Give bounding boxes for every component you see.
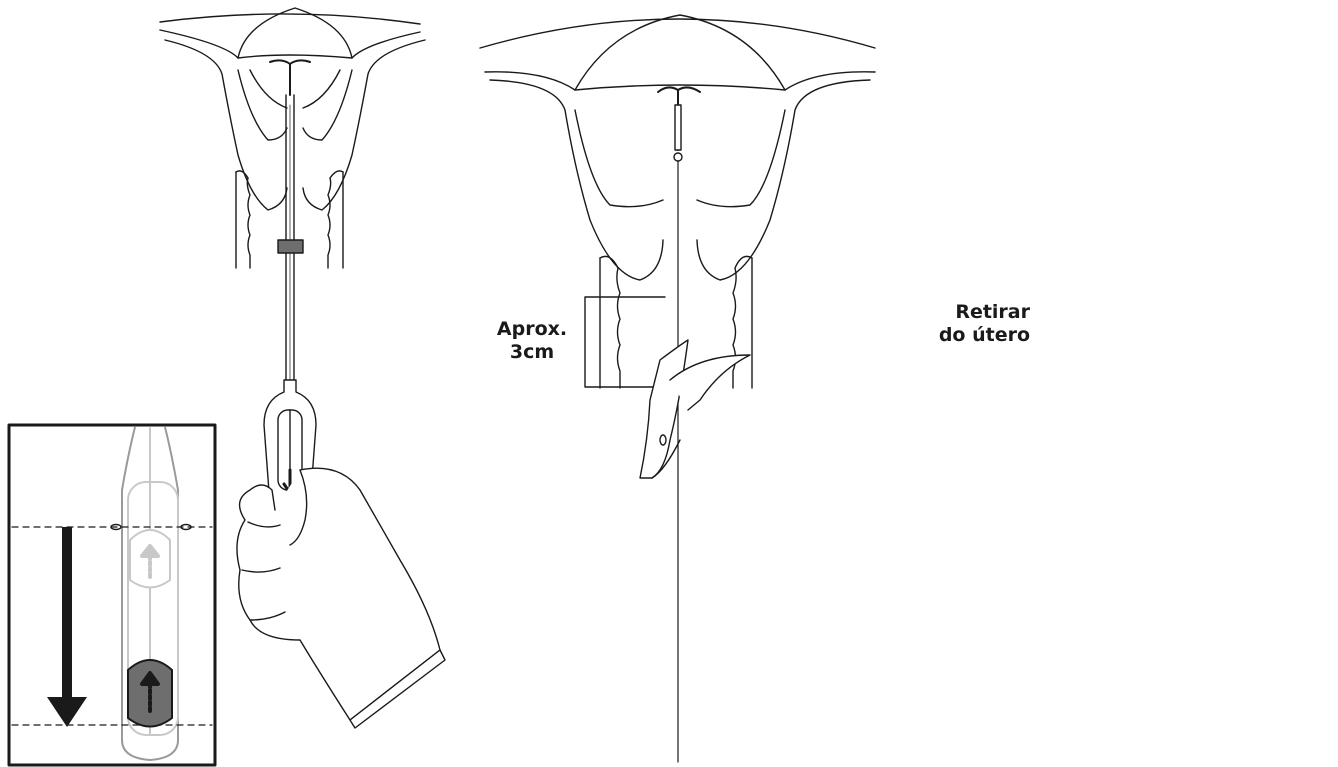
approx-3cm-label: Aprox. 3cm [486, 318, 578, 364]
iud-device-1 [270, 60, 310, 95]
withdraw-label: Retirar do útero [920, 301, 1030, 347]
approx-label-line2: 3cm [486, 341, 578, 364]
uterus-outline-1 [160, 8, 425, 268]
hand-glove-icon [237, 468, 445, 728]
inserter-tube-1 [278, 95, 303, 380]
approx-label-line1: Aprox. [486, 318, 578, 341]
measure-bracket [585, 297, 665, 387]
inset-slider-detail [9, 425, 215, 765]
scissors-icon [640, 340, 750, 478]
panel-2-cut-threads [480, 15, 875, 762]
withdraw-label-line2: do útero [920, 324, 1030, 347]
withdraw-label-line1: Retirar [920, 301, 1030, 324]
